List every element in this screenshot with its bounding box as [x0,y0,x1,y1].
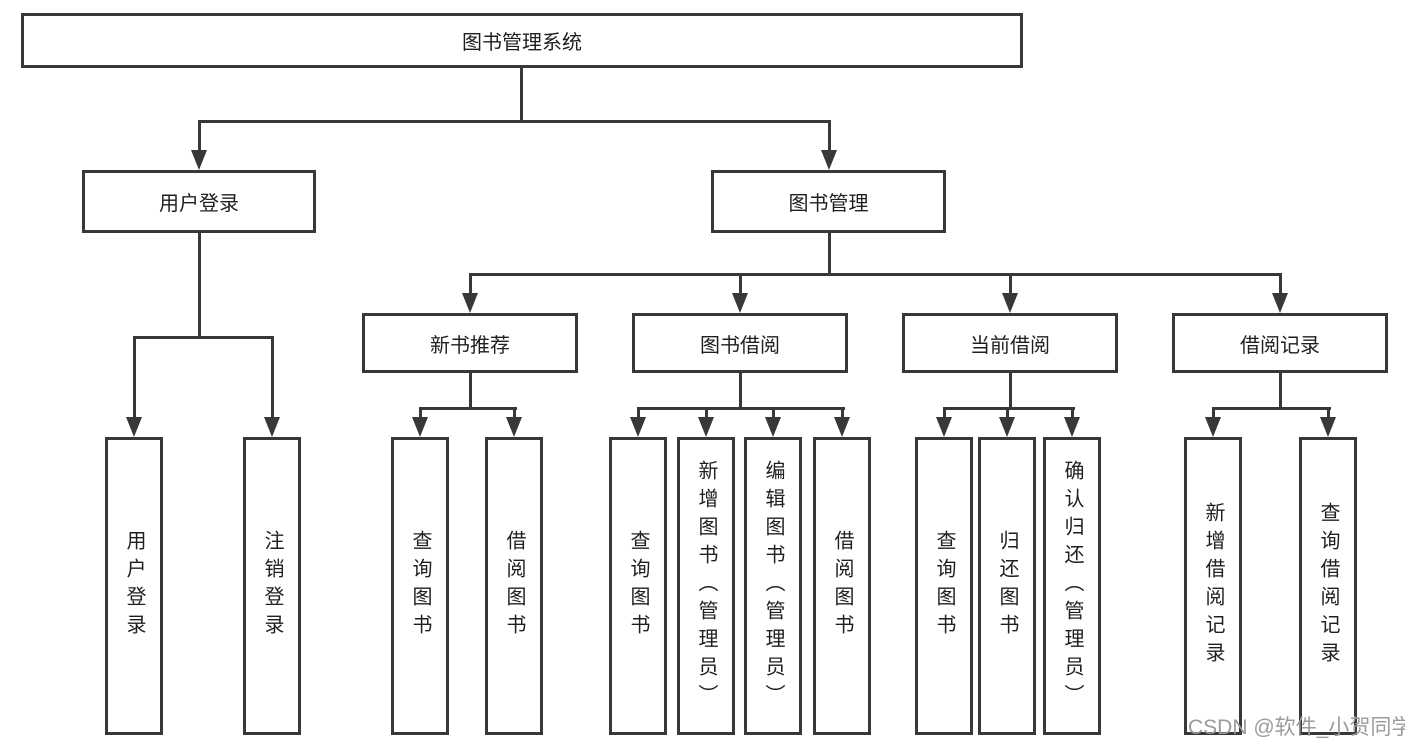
connector-vline [469,273,472,293]
connector-vline [828,120,831,150]
connector-vline [1071,407,1074,417]
connector-vline [419,407,422,417]
connector-vline [1009,273,1012,293]
arrowhead-down-icon [412,417,428,437]
arrowhead-down-icon [765,417,781,437]
node-book-management: 图书管理 [711,170,946,233]
connector-hline [469,273,1282,276]
connector-vline [520,68,523,123]
connector-vline [1279,273,1282,293]
arrowhead-down-icon [264,417,280,437]
connector-hline [198,120,830,123]
node-return-book: 归还图书 [978,437,1036,735]
node-confirm-return-admin: 确认归还（管理员） [1043,437,1101,735]
node-query-books-borrow: 查询图书 [609,437,667,735]
node-borrow-books-recommend: 借阅图书 [485,437,543,735]
connector-hline [133,336,274,339]
node-book-borrow: 图书借阅 [632,313,848,373]
node-borrow-books: 借阅图书 [813,437,871,735]
node-add-borrow-record: 新增借阅记录 [1184,437,1242,735]
connector-hline [1212,407,1331,410]
arrowhead-down-icon [126,417,142,437]
connector-vline [1006,407,1009,417]
arrowhead-down-icon [936,417,952,437]
node-query-borrow-record: 查询借阅记录 [1299,437,1357,735]
connector-vline [739,373,742,410]
connector-hline [637,407,845,410]
node-borrow-records: 借阅记录 [1172,313,1388,373]
node-new-book-recommend: 新书推荐 [362,313,578,373]
arrowhead-down-icon [1064,417,1080,437]
node-add-book-admin: 新增图书（管理员） [677,437,735,735]
connector-vline [637,407,640,417]
connector-vline [772,407,775,417]
connector-vline [198,233,201,339]
node-current-borrow: 当前借阅 [902,313,1118,373]
connector-vline [1327,407,1330,417]
connector-hline [419,407,517,410]
node-query-books-recommend: 查询图书 [391,437,449,735]
node-query-books-current: 查询图书 [915,437,973,735]
node-user-login: 用户登录 [82,170,316,233]
arrowhead-down-icon [462,293,478,313]
arrowhead-down-icon [821,150,837,170]
arrowhead-down-icon [1002,293,1018,313]
connector-vline [513,407,516,417]
arrowhead-down-icon [630,417,646,437]
connector-vline [739,273,742,293]
connector-vline [1009,373,1012,410]
node-edit-book-admin: 编辑图书（管理员） [744,437,802,735]
arrowhead-down-icon [834,417,850,437]
connector-vline [841,407,844,417]
arrowhead-down-icon [1320,417,1336,437]
watermark: CSDN @软件_小贺同学 [1188,716,1405,739]
connector-vline [271,336,274,417]
arrowhead-down-icon [698,417,714,437]
node-login: 用户登录 [105,437,163,735]
arrowhead-down-icon [999,417,1015,437]
connector-vline [943,407,946,417]
arrowhead-down-icon [506,417,522,437]
connector-vline [469,373,472,410]
connector-vline [1279,373,1282,410]
arrowhead-down-icon [1205,417,1221,437]
arrowhead-down-icon [191,150,207,170]
connector-vline [133,336,136,417]
connector-vline [705,407,708,417]
connector-vline [828,233,831,276]
arrowhead-down-icon [1272,293,1288,313]
arrowhead-down-icon [732,293,748,313]
connector-vline [1212,407,1215,417]
node-logout: 注销登录 [243,437,301,735]
node-root: 图书管理系统 [21,13,1023,68]
connector-hline [943,407,1075,410]
connector-vline [198,120,201,150]
